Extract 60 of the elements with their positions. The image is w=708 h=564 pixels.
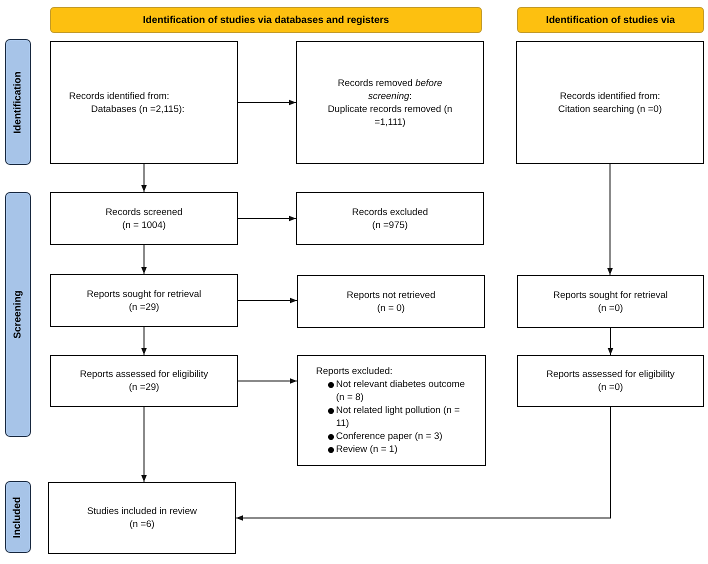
stage-bar <box>5 192 31 437</box>
box-text: Not relevant diabetes outcome (n = 8) <box>336 378 466 404</box>
arrow <box>607 164 613 276</box>
box-text: Databases (n =2,115): <box>90 102 185 116</box>
box-text: Duplicate records removed (n =1,111) <box>326 102 454 128</box>
arrow <box>141 326 147 356</box>
process-box <box>50 355 238 407</box>
box-text: Reports assessed for eligibility <box>80 368 208 381</box>
arrow <box>236 406 611 521</box>
box-text: Reports excluded: <box>316 365 394 378</box>
process-box <box>50 274 238 327</box>
box-text: Not related light pollution (n = 11) <box>336 404 461 430</box>
box-text: Reports assessed for eligibility <box>546 368 675 381</box>
process-box <box>296 41 484 164</box>
process-box <box>50 41 238 164</box>
arrow <box>238 216 296 222</box>
box-text: Conference paper (n = 3) <box>336 430 442 443</box>
box-text: Reports not retrieved <box>346 288 436 302</box>
process-box <box>48 482 236 554</box>
box-text: Reports sought for retrieval <box>553 288 668 302</box>
box-text: Studies included in review <box>87 505 197 518</box>
arrow <box>608 328 614 356</box>
box-text: Reports sought for retrieval <box>86 288 202 300</box>
stage-bar <box>5 39 31 165</box>
process-box <box>297 355 486 466</box>
box-text: (n = 1004) <box>122 218 166 232</box>
box-text: (n =975) <box>372 218 408 232</box>
process-box <box>517 275 704 328</box>
header-label: Identification of studies via databases and registers <box>142 14 390 28</box>
box-text: (n =0) <box>598 302 624 314</box>
arrow <box>141 406 147 482</box>
process-box <box>296 192 484 245</box>
arrow <box>141 164 147 192</box>
box-text: (n = 0) <box>377 302 405 314</box>
box-text: Records identified from: <box>560 90 660 102</box>
box-text: Citation searching (n =0) <box>558 102 662 116</box>
section-header <box>50 7 482 33</box>
stage-label: Identification <box>12 70 24 134</box>
process-box <box>516 41 704 164</box>
stage-label: Screening <box>12 290 24 339</box>
arrow <box>238 298 298 304</box>
box-text: Records removed before screening: <box>336 76 444 102</box>
arrow <box>141 244 147 274</box>
box-text: Records excluded <box>352 206 428 218</box>
process-box <box>297 275 485 328</box>
box-text: Records identified from: <box>69 90 170 102</box>
process-box <box>50 192 238 245</box>
box-text: Records screened <box>105 206 183 218</box>
arrow <box>238 100 296 106</box>
stage-bar <box>5 481 31 553</box>
stage-label: Included <box>12 496 24 538</box>
header-label: Identification of studies via <box>546 14 675 28</box>
box-text: (n =0) <box>598 381 624 394</box>
process-box <box>517 355 704 407</box>
box-text: (n =6) <box>129 518 155 531</box>
box-text: (n =29) <box>128 300 160 314</box>
section-header <box>517 7 704 33</box>
arrow <box>238 378 298 384</box>
box-text: (n =29) <box>128 381 160 394</box>
box-text: Review (n = 1) <box>336 443 398 456</box>
